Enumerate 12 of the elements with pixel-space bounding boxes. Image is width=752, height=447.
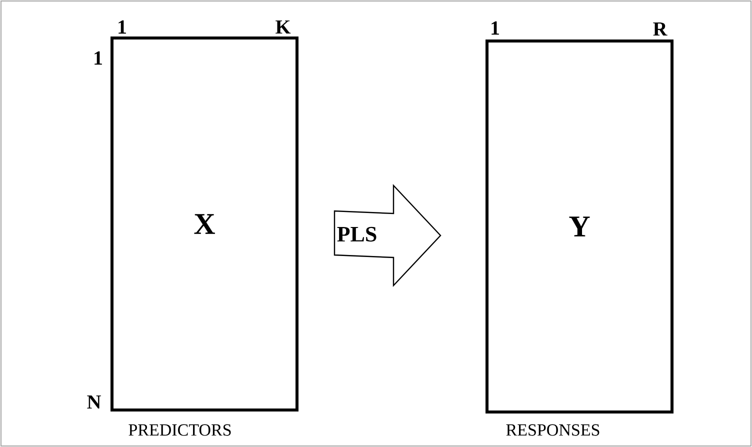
index-label: N bbox=[87, 395, 101, 409]
index-label: K bbox=[276, 20, 291, 34]
caption-text: RESPONSES bbox=[506, 424, 600, 436]
index-label: 1 bbox=[118, 20, 126, 34]
matrix-box: Y bbox=[486, 40, 674, 414]
index-label: 1 bbox=[94, 51, 102, 65]
index-label: R bbox=[653, 22, 668, 36]
block-arrow bbox=[334, 184, 442, 288]
edge-label: PLS bbox=[337, 226, 376, 242]
index-label: 1 bbox=[492, 21, 499, 35]
caption-text: PREDICTORS bbox=[128, 424, 231, 436]
matrix-box: X bbox=[110, 36, 298, 412]
